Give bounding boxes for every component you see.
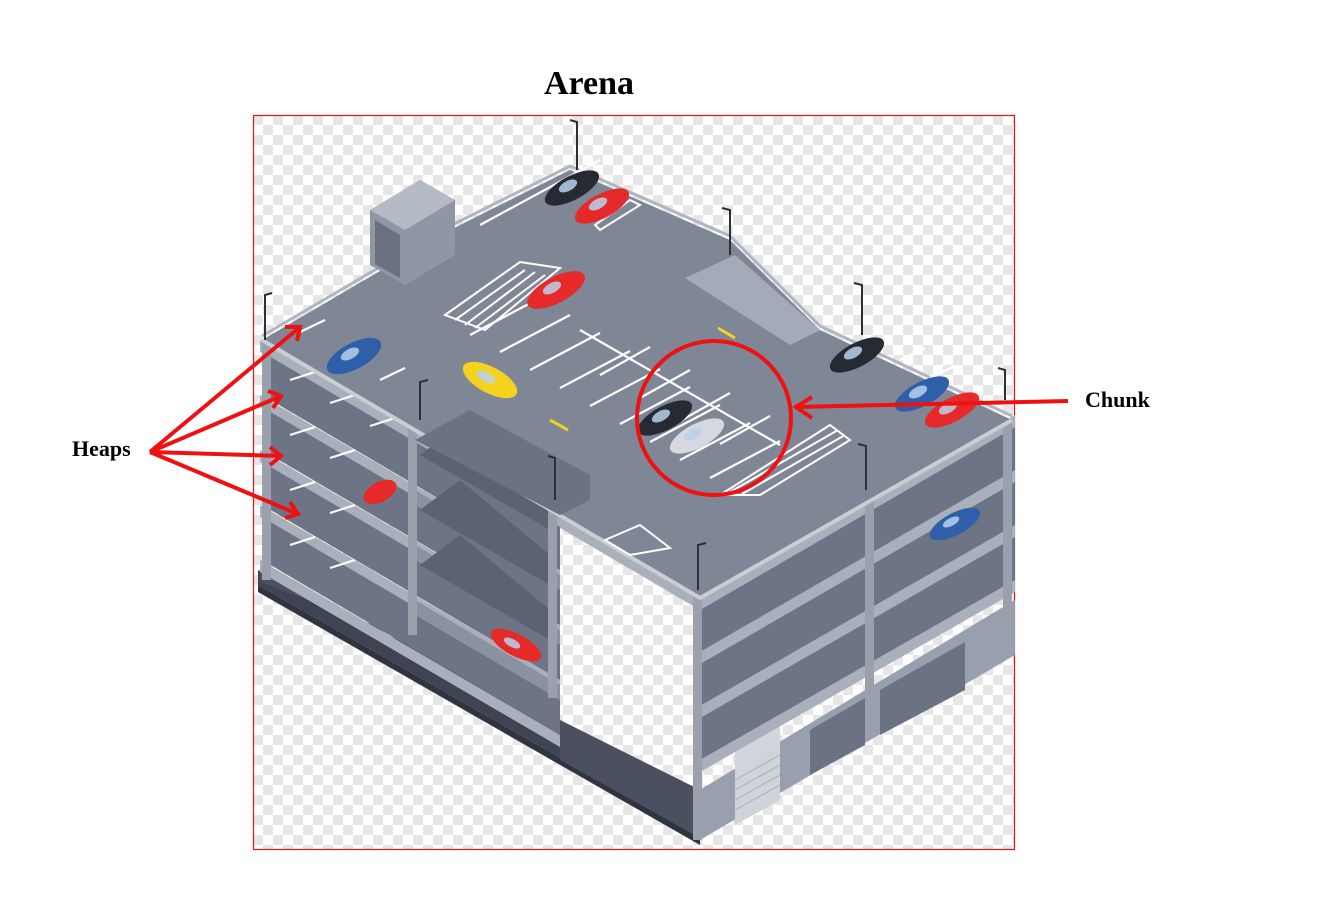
parking-garage-illustration	[258, 119, 1015, 845]
top-deck	[262, 170, 1012, 598]
arrow-icon	[792, 395, 1069, 420]
lamp-post-icon	[264, 119, 1006, 590]
garage-door	[735, 745, 780, 825]
chunk-highlight-circle	[635, 339, 793, 497]
chunk-label: Chunk	[1085, 387, 1151, 412]
direction-arrows	[549, 326, 736, 432]
columns	[262, 340, 1012, 840]
heaps-label: Heaps	[72, 436, 131, 461]
exit-ramp	[685, 255, 820, 345]
arrow-icon	[148, 325, 303, 520]
page-title: Arena	[544, 65, 634, 102]
hatched-zone	[442, 198, 852, 557]
lane-markings	[299, 159, 956, 479]
